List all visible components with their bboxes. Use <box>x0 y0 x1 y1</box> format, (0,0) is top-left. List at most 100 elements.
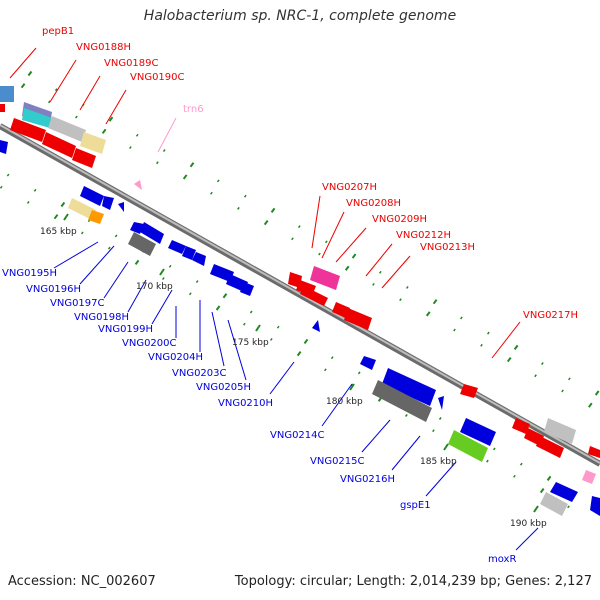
leader-line <box>151 289 173 325</box>
guide-dash <box>243 194 247 198</box>
leader-line <box>361 419 391 453</box>
gene-label-VNG0189C[interactable]: VNG0189C <box>104 58 159 69</box>
label-leaders <box>9 47 539 551</box>
guide-dash <box>303 338 309 345</box>
accession-text: Accession: NC_002607 <box>8 574 156 589</box>
guide-dash <box>237 206 240 210</box>
leader-line <box>79 75 101 111</box>
scale-tick-mark <box>443 443 449 451</box>
leader-line <box>311 195 321 249</box>
gene-label-VNG0196H[interactable]: VNG0196H <box>26 284 81 295</box>
leader-line <box>391 435 421 471</box>
guide-dash <box>324 368 327 372</box>
scale-ticks: 165 kbp 170 kbp 175 kbp 180 kbp 185 kbp 190 k… <box>40 213 547 529</box>
guide-dash <box>162 149 166 152</box>
leader-line <box>321 211 345 259</box>
guide-dash <box>432 299 438 305</box>
guide-dash <box>513 474 516 478</box>
gene-label-moxR[interactable]: moxR <box>488 554 516 565</box>
gene-label-VNG0190C[interactable]: VNG0190C <box>130 72 185 83</box>
map-title: Halobacterium sp. NRC-1, complete genome <box>143 8 457 24</box>
gene-label-trn6[interactable]: trn6 <box>183 104 204 115</box>
guide-dash <box>324 240 328 244</box>
scale-tick-label: 185 kbp <box>420 457 457 467</box>
guide-dash <box>195 280 199 284</box>
guide-dash <box>460 316 463 320</box>
gene-label-VNG0205H[interactable]: VNG0205H <box>196 382 251 393</box>
guide-dash <box>242 322 246 326</box>
gene-label-VNG0208H[interactable]: VNG0208H <box>346 198 401 209</box>
leader-line <box>515 527 539 551</box>
gene-label-VNG0215C[interactable]: VNG0215C <box>310 456 365 467</box>
gene-label-VNG0210H[interactable]: VNG0210H <box>218 398 273 409</box>
gene-label-VNG0200C[interactable]: VNG0200C <box>122 338 177 349</box>
leader-line <box>211 311 225 367</box>
guide-dash <box>276 325 280 329</box>
guide-dash <box>188 292 192 296</box>
guide-dash <box>6 173 10 177</box>
leader-line <box>381 255 411 289</box>
gene-label-pepB1[interactable]: pepB1 <box>42 26 74 37</box>
guide-dash <box>168 264 172 268</box>
guide-dash <box>539 487 545 494</box>
gene-label-VNG0204H[interactable]: VNG0204H <box>148 352 203 363</box>
gene-label-VNG0195H[interactable]: VNG0195H <box>2 268 57 279</box>
guide-dash <box>129 146 132 149</box>
gene-label-VNG0209H[interactable]: VNG0209H <box>372 214 427 225</box>
gene-label-VNG0212H[interactable]: VNG0212H <box>396 230 451 241</box>
gene-label-VNG0207H[interactable]: VNG0207H <box>322 182 377 193</box>
guide-dash <box>0 185 3 189</box>
guide-dash <box>114 234 118 238</box>
guide-dash <box>53 214 59 220</box>
guide-dash <box>534 374 537 378</box>
gene-label-VNG0213H[interactable]: VNG0213H <box>420 242 475 253</box>
guide-dash <box>210 191 213 195</box>
gene-label-VNG0199H[interactable]: VNG0199H <box>98 324 153 335</box>
guide-dash <box>453 328 456 332</box>
guide-dash <box>135 133 139 137</box>
guide-dash <box>216 179 220 183</box>
gene-label-gspE1[interactable]: gspE1 <box>400 500 431 511</box>
leader-line <box>365 243 393 277</box>
guide-dash <box>513 344 519 350</box>
guide-dash <box>189 162 195 168</box>
guide-dash <box>594 390 600 396</box>
leader-line <box>53 241 99 269</box>
guide-dash <box>101 128 107 134</box>
backbone <box>0 123 600 467</box>
guide-dash <box>222 293 228 299</box>
gene-label-VNG0217H[interactable]: VNG0217H <box>523 310 578 321</box>
guide-dash <box>296 351 302 357</box>
guide-dash <box>486 459 489 463</box>
leader-line <box>425 461 457 497</box>
topology-text: Topology: circular; Length: 2,014,239 bp… <box>234 574 592 589</box>
guide-dash <box>541 362 544 366</box>
guide-dash <box>425 311 431 317</box>
gene-label-VNG0214C[interactable]: VNG0214C <box>270 430 325 441</box>
leader-line <box>335 227 367 263</box>
guide-dash <box>318 252 321 256</box>
gene-label-VNG0216H[interactable]: VNG0216H <box>340 474 395 485</box>
scale-tick-label: 170 kbp <box>136 282 173 292</box>
scale-tick-label: 165 kbp <box>40 227 77 237</box>
guide-dash <box>546 475 552 481</box>
guide-dash <box>249 310 253 314</box>
leader-line <box>9 47 37 79</box>
feature-trn6 <box>134 180 142 190</box>
guide-dash <box>480 343 483 347</box>
scale-tick-label: 190 kbp <box>510 519 547 529</box>
gene-label-VNG0198H[interactable]: VNG0198H <box>74 312 129 323</box>
scale-tick-mark <box>255 324 261 332</box>
scale-tick-label: 180 kbp <box>326 397 363 407</box>
gene-label-VNG0197C[interactable]: VNG0197C <box>50 298 105 309</box>
guide-dash <box>54 88 58 92</box>
guide-dash <box>330 356 334 360</box>
guide-dash <box>33 188 37 192</box>
feature-VNG0190C <box>80 132 106 154</box>
gene-label-VNG0188H[interactable]: VNG0188H <box>76 42 131 53</box>
scale-tick-label: 175 kbp <box>232 338 269 348</box>
guide-dash <box>561 389 564 393</box>
gene-label-VNG0203C[interactable]: VNG0203C <box>172 368 227 379</box>
guide-dash <box>297 225 301 229</box>
reverse-features <box>0 140 600 516</box>
